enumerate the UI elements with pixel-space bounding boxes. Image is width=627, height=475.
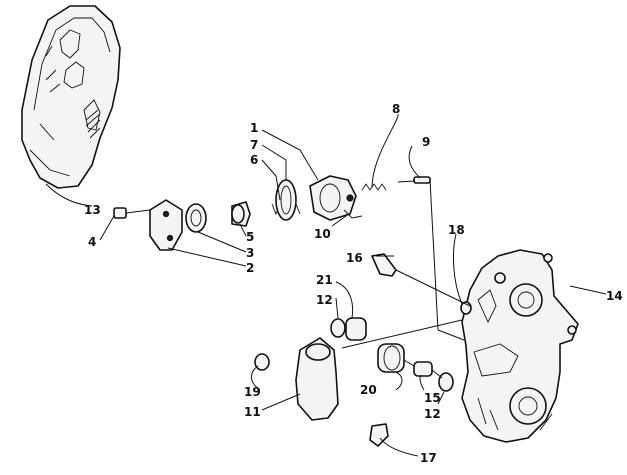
callout-12-upper: 12	[316, 293, 333, 307]
callout-19: 19	[244, 385, 261, 399]
callout-7: 7	[250, 138, 258, 152]
callout-6: 6	[250, 153, 258, 167]
leader-lines	[45, 113, 607, 457]
callout-16: 16	[346, 251, 363, 265]
part-14-housing	[461, 249, 579, 443]
part-16-bolt	[371, 253, 397, 277]
part-20-sleeve	[377, 343, 405, 373]
part-4-bolt	[113, 207, 151, 219]
part-5-bushing	[231, 201, 251, 227]
callout-3: 3	[246, 246, 254, 260]
part-11-lever	[295, 337, 339, 421]
callout-21: 21	[316, 273, 333, 287]
part-19-nut	[254, 353, 270, 371]
callout-15: 15	[424, 391, 441, 405]
callout-2: 2	[246, 261, 254, 275]
part-9-pin	[397, 176, 431, 184]
part-7-ring	[275, 179, 297, 221]
part-21-bushing	[330, 317, 367, 341]
callout-8: 8	[392, 102, 400, 116]
part-1-ramp	[309, 175, 357, 221]
part-2-plate	[149, 199, 183, 251]
callout-20: 20	[360, 383, 377, 397]
callout-4: 4	[88, 235, 96, 249]
callout-10: 10	[314, 227, 331, 241]
part-10-clip	[343, 209, 363, 219]
part-12-washer	[438, 372, 454, 392]
callout-1: 1	[250, 121, 258, 135]
callout-14: 14	[606, 289, 623, 303]
part-15-roller	[413, 361, 433, 377]
callout-13: 13	[84, 203, 101, 217]
callout-17: 17	[420, 451, 437, 465]
part-8-spring	[361, 183, 387, 191]
callout-9: 9	[422, 135, 430, 149]
callout-18: 18	[448, 223, 465, 237]
callout-11: 11	[244, 405, 261, 419]
assembly-lines	[341, 179, 471, 379]
callout-5: 5	[246, 230, 254, 244]
callout-labels: 1 2 3 4 5 6 7 8 9 10 11 12 12 13 14 15 1…	[84, 102, 623, 465]
part-13-cover	[21, 5, 121, 189]
callout-12-lower: 12	[424, 407, 441, 421]
part-3-cam	[185, 203, 207, 233]
